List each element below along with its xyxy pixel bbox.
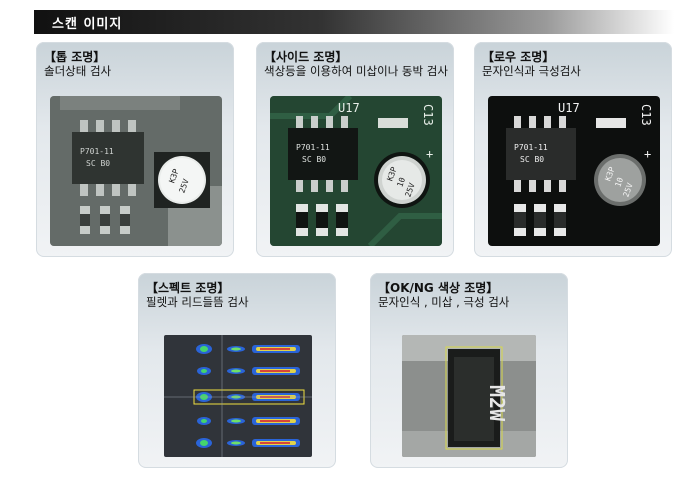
card-title: 【스펙트 조명】 bbox=[146, 281, 230, 295]
ic-marking-line1: P701-11 bbox=[80, 147, 114, 156]
card-spect-light: 【스펙트 조명】 필렛과 리드들뜸 검사 bbox=[138, 273, 336, 468]
card-low-light: 【로우 조명】 문자인식과 극성검사 U17 C13 P701-11 SC B0… bbox=[474, 42, 672, 257]
card-title: 【OK/NG 색상 조명】 bbox=[378, 281, 499, 295]
u17-label: U17 bbox=[338, 101, 360, 115]
scan-image-low: U17 C13 P701-11 SC B0 K3P 10 25V + bbox=[488, 96, 660, 246]
card-description: 문자인식 , 미삽 , 극성 검사 bbox=[378, 295, 510, 309]
section-header: 스캔 이미지 bbox=[34, 10, 674, 34]
ic-marking-line2: SC B0 bbox=[86, 159, 110, 168]
c13-label: C13 bbox=[421, 104, 435, 126]
card-okng-light: 【OK/NG 색상 조명】 문자인식 , 미삽 , 극성 검사 M2W bbox=[370, 273, 568, 468]
card-description: 문자인식과 극성검사 bbox=[482, 64, 581, 78]
card-title: 【로우 조명】 bbox=[482, 50, 555, 64]
scan-image-okng: M2W bbox=[402, 335, 536, 457]
scan-image-spect bbox=[164, 335, 312, 457]
ic-marking-line1: P701-11 bbox=[514, 143, 548, 152]
card-top-light: 【톱 조명】 솔더상태 검사 P701-11 SC B0 K3P 25V bbox=[36, 42, 234, 257]
section-title: 스캔 이미지 bbox=[52, 17, 123, 32]
card-side-light: 【사이드 조명】 색상등을 이용하여 미삽이나 동박 검사 U17 C13 P7… bbox=[256, 42, 454, 257]
scan-image-top: P701-11 SC B0 K3P 25V bbox=[50, 96, 222, 246]
polarity-mark: + bbox=[644, 147, 651, 161]
c13-label: C13 bbox=[639, 104, 653, 126]
card-title: 【톱 조명】 bbox=[44, 50, 106, 64]
scan-image-side: U17 C13 P701-11 SC B0 K3P 10 25V + bbox=[270, 96, 442, 246]
card-description: 솔더상태 검사 bbox=[44, 64, 112, 78]
card-description: 필렛과 리드들뜸 검사 bbox=[146, 295, 249, 309]
ic-marking-line2: SC B0 bbox=[520, 155, 544, 164]
card-description: 색상등을 이용하여 미삽이나 동박 검사 bbox=[264, 64, 448, 78]
card-title: 【사이드 조명】 bbox=[264, 50, 348, 64]
cap-marking-line2: 10 bbox=[395, 176, 407, 188]
ic-marking-line1: P701-11 bbox=[296, 143, 330, 152]
polarity-mark: + bbox=[426, 147, 433, 161]
u17-label: U17 bbox=[558, 101, 580, 115]
ic-marking-line2: SC B0 bbox=[302, 155, 326, 164]
chip-marking: M2W bbox=[485, 385, 509, 422]
cap-marking-line2: 10 bbox=[613, 176, 625, 188]
